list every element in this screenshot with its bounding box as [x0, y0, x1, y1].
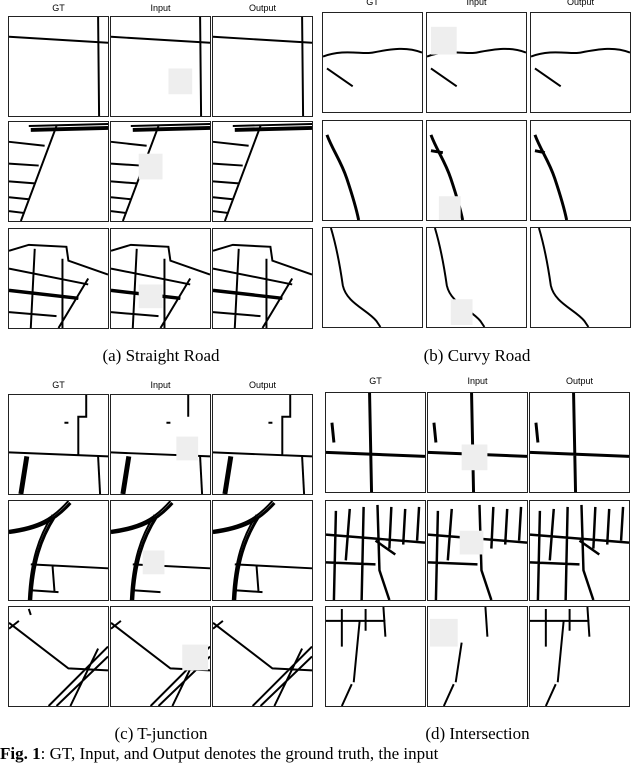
tile-a1-input	[110, 16, 211, 117]
tile-c3-input	[110, 606, 211, 707]
header-input: Input	[467, 376, 488, 386]
tile-d2-input	[427, 500, 528, 601]
tile-b2-gt	[322, 120, 423, 221]
header-output: Output	[248, 380, 277, 390]
tile-b2-input	[426, 120, 527, 221]
figure-caption-text: : GT, Input, and Output denotes the grou…	[40, 744, 439, 763]
tile-a2-input	[110, 121, 211, 222]
tile-d2-output	[529, 500, 630, 601]
caption-d: (d) Intersection	[425, 724, 530, 743]
caption-b: (b) Curvy Road	[423, 346, 531, 365]
tile-b3-input	[426, 227, 527, 328]
tile-a1-output	[212, 16, 313, 117]
tile-b1-gt	[322, 12, 423, 113]
tile-d1-input	[427, 392, 528, 493]
tile-a3-output	[212, 228, 313, 329]
header-input: Input	[466, 0, 487, 7]
header-gt: GT	[369, 376, 382, 386]
header-output: Output	[565, 376, 594, 386]
tile-d3-output	[529, 606, 630, 707]
tile-a1-gt	[8, 16, 109, 117]
header-gt: GT	[52, 380, 65, 390]
tile-b1-output	[530, 12, 631, 113]
tile-d3-input	[427, 606, 528, 707]
tile-c2-output	[212, 500, 313, 601]
tile-a2-gt	[8, 121, 109, 222]
tile-b1-input	[426, 12, 527, 113]
tile-b3-gt	[322, 227, 423, 328]
header-input: Input	[150, 380, 171, 390]
header-gt: GT	[366, 0, 379, 7]
header-input: Input	[150, 3, 171, 13]
tile-d3-gt	[325, 606, 426, 707]
tile-a3-gt	[8, 228, 109, 329]
header-output: Output	[566, 0, 595, 7]
tile-d1-gt	[325, 392, 426, 493]
tile-b3-output	[530, 227, 631, 328]
figure-label: Fig. 1	[0, 744, 41, 763]
tile-a3-input	[110, 228, 211, 329]
tile-d2-gt	[325, 500, 426, 601]
header-output: Output	[248, 3, 277, 13]
tile-c2-gt	[8, 500, 109, 601]
figure-caption: Fig. 1: GT, Input, and Output denotes th…	[0, 744, 640, 763]
tile-c3-output	[212, 606, 313, 707]
tile-c1-gt	[8, 394, 109, 495]
tile-c3-gt	[8, 606, 109, 707]
tile-d1-output	[529, 392, 630, 493]
caption-a: (a) Straight Road	[102, 346, 220, 365]
caption-c: (c) T-junction	[114, 724, 208, 743]
tile-c1-input	[110, 394, 211, 495]
header-gt: GT	[52, 3, 65, 13]
tile-c2-input	[110, 500, 211, 601]
tile-a2-output	[212, 121, 313, 222]
tile-c1-output	[212, 394, 313, 495]
tile-b2-output	[530, 120, 631, 221]
